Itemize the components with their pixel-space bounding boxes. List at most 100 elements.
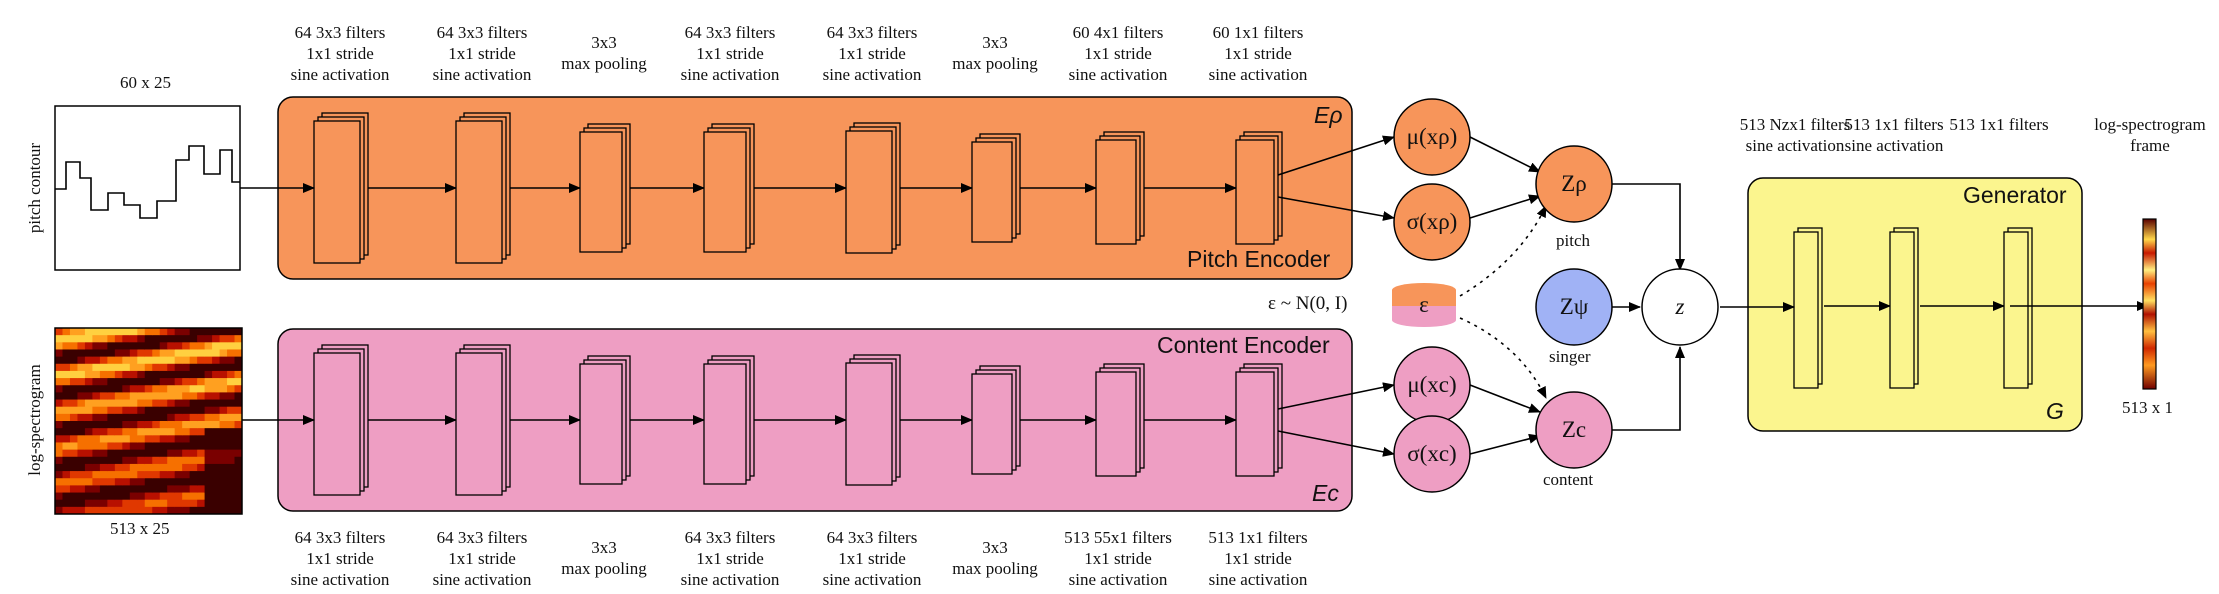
spectrogram-cell — [182, 456, 191, 465]
spectrogram-cell — [137, 428, 146, 436]
spectrogram-cell — [182, 378, 191, 386]
spectrogram-cell — [144, 399, 153, 408]
spectrogram-cell — [137, 478, 146, 486]
spectrogram-cell — [129, 435, 138, 443]
spectrogram-cell — [167, 335, 176, 343]
spectrogram-cell — [107, 492, 116, 501]
spectrogram-cell — [159, 399, 168, 408]
spectrogram-cell — [77, 471, 86, 479]
spectrogram-cell — [144, 342, 153, 350]
spectrogram-cell — [55, 349, 63, 358]
spectrogram-cell — [69, 485, 78, 494]
spectrogram-cell — [189, 413, 198, 422]
spectrogram-cell — [107, 356, 116, 365]
spectrogram-cell — [234, 506, 243, 515]
spectrogram-cell — [197, 428, 206, 436]
spectrogram-cell — [212, 356, 221, 365]
spec-input-axis-label: log-spectrogram — [25, 364, 44, 476]
spectrogram-cell — [212, 463, 221, 472]
spectrogram-cell — [107, 363, 116, 372]
spectrogram-cell — [62, 506, 71, 515]
spectrogram-cell — [129, 342, 138, 350]
spectrogram-cell — [92, 328, 101, 336]
spectrogram-cell — [152, 378, 161, 386]
spectrogram-cell — [159, 363, 168, 372]
spectrogram-cell — [159, 370, 168, 379]
spectrogram-cell — [234, 456, 243, 465]
spectrogram-cell — [182, 363, 191, 372]
spectrogram-cell — [77, 349, 86, 358]
spectrogram-cell — [144, 463, 153, 472]
spectrogram-cell — [174, 471, 183, 479]
spectrogram-cell — [152, 499, 161, 508]
spectrogram-cell — [92, 342, 101, 350]
spectrogram-cell — [159, 435, 168, 443]
spectrogram-cell — [114, 435, 123, 443]
spectrogram-cell — [159, 506, 168, 515]
spectrogram-cell — [77, 449, 86, 458]
spectrogram-cell — [234, 406, 243, 415]
spectrogram-cell — [69, 421, 78, 429]
spectrogram-cell — [55, 449, 63, 458]
spectrogram-cell — [197, 456, 206, 465]
spectrogram-cell — [77, 328, 86, 336]
spectrogram-cell — [219, 499, 228, 508]
spectrogram-cell — [167, 421, 176, 429]
spectrogram-cell — [69, 435, 78, 443]
spectrogram-cell — [152, 370, 161, 379]
spectrogram-cell — [182, 356, 191, 365]
spectrogram-cell — [114, 449, 123, 458]
spectrogram-cell — [227, 392, 236, 401]
spectrogram-cell — [114, 413, 123, 422]
spectrogram-cell — [62, 428, 71, 436]
spectrogram-cell — [219, 328, 228, 336]
spectrogram-cell — [122, 442, 131, 451]
spectrogram-cell — [212, 492, 221, 501]
spectrogram-cell — [84, 449, 93, 458]
log-spectrogram-image — [55, 328, 243, 515]
spectrogram-cell — [234, 499, 243, 508]
spectrogram-cell — [107, 328, 116, 336]
spectrogram-cell — [129, 328, 138, 336]
spectrogram-cell — [92, 456, 101, 465]
spectrogram-cell — [234, 463, 243, 472]
spectrogram-cell — [152, 385, 161, 393]
spectrogram-cell — [99, 363, 108, 372]
spectrogram-cell — [137, 435, 146, 443]
spectrogram-cell — [77, 442, 86, 451]
spectrogram-cell — [107, 442, 116, 451]
spectrogram-cell — [122, 356, 131, 365]
spectrogram-cell — [129, 385, 138, 393]
spectrogram-cell — [197, 435, 206, 443]
spectrogram-cell — [167, 478, 176, 486]
spectrogram-cell — [219, 370, 228, 379]
spectrogram-cell — [137, 449, 146, 458]
spectrogram-cell — [212, 478, 221, 486]
spectrogram-cell — [107, 478, 116, 486]
spectrogram-cell — [159, 349, 168, 358]
spectrogram-cell — [212, 349, 221, 358]
spectrogram-cell — [227, 456, 236, 465]
spectrogram-cell — [62, 499, 71, 508]
spectrogram-cell — [137, 485, 146, 494]
pitch-input-size-label: 60 x 25 — [120, 73, 171, 92]
spectrogram-cell — [137, 370, 146, 379]
spectrogram-cell — [197, 378, 206, 386]
spectrogram-cell — [152, 342, 161, 350]
spectrogram-cell — [55, 421, 63, 429]
z-pitch-label: Zρ — [1561, 171, 1587, 196]
spectrogram-cell — [122, 428, 131, 436]
spectrogram-cell — [122, 449, 131, 458]
spectrogram-cell — [69, 399, 78, 408]
spectrogram-cell — [197, 342, 206, 350]
spectrogram-cell — [114, 349, 123, 358]
spectrogram-cell — [197, 413, 206, 422]
spectrogram-cell — [114, 506, 123, 515]
spectrogram-cell — [84, 463, 93, 472]
spectrogram-cell — [197, 335, 206, 343]
spectrogram-cell — [122, 471, 131, 479]
spectrogram-cell — [92, 442, 101, 451]
content-encoder-symbol: Ec — [1312, 480, 1339, 506]
